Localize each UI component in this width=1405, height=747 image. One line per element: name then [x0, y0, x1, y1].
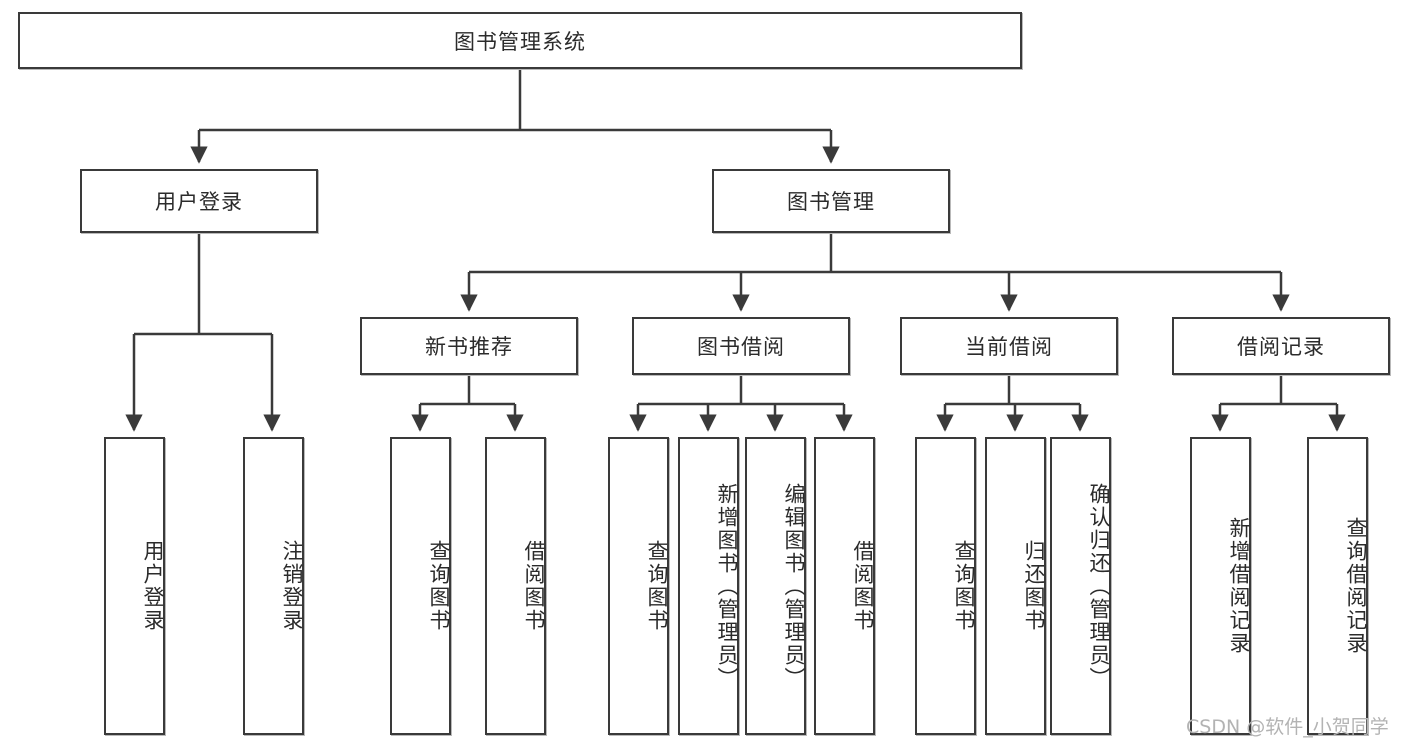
node-current-borrow[interactable]: 当前借阅 [900, 317, 1118, 375]
leaf-user-login[interactable]: 用户登录 [104, 437, 165, 735]
node-book-borrow[interactable]: 图书借阅 [632, 317, 850, 375]
leaf-add-book-admin[interactable]: 新增图书（管理员） [678, 437, 739, 735]
node-borrow-record[interactable]: 借阅记录 [1172, 317, 1390, 375]
leaf-borrow-book[interactable]: 借阅图书 [814, 437, 875, 735]
leaf-query-book-recommend[interactable]: 查询图书 [390, 437, 451, 735]
node-new-book-recommend[interactable]: 新书推荐 [360, 317, 578, 375]
node-book-manage[interactable]: 图书管理 [712, 169, 950, 233]
leaf-confirm-return-admin[interactable]: 确认归还（管理员） [1050, 437, 1111, 735]
leaf-add-borrow-record[interactable]: 新增借阅记录 [1190, 437, 1251, 735]
leaf-query-borrow-record[interactable]: 查询借阅记录 [1307, 437, 1368, 735]
leaf-query-book-current[interactable]: 查询图书 [915, 437, 976, 735]
node-root[interactable]: 图书管理系统 [18, 12, 1022, 69]
node-user-login[interactable]: 用户登录 [80, 169, 318, 233]
leaf-borrow-book-recommend[interactable]: 借阅图书 [485, 437, 546, 735]
leaf-query-book-borrow[interactable]: 查询图书 [608, 437, 669, 735]
leaf-edit-book-admin[interactable]: 编辑图书（管理员） [745, 437, 806, 735]
csdn-watermark: CSDN @软件_小贺同学 [1186, 716, 1389, 738]
leaf-logout-login[interactable]: 注销登录 [243, 437, 304, 735]
leaf-return-book[interactable]: 归还图书 [985, 437, 1046, 735]
